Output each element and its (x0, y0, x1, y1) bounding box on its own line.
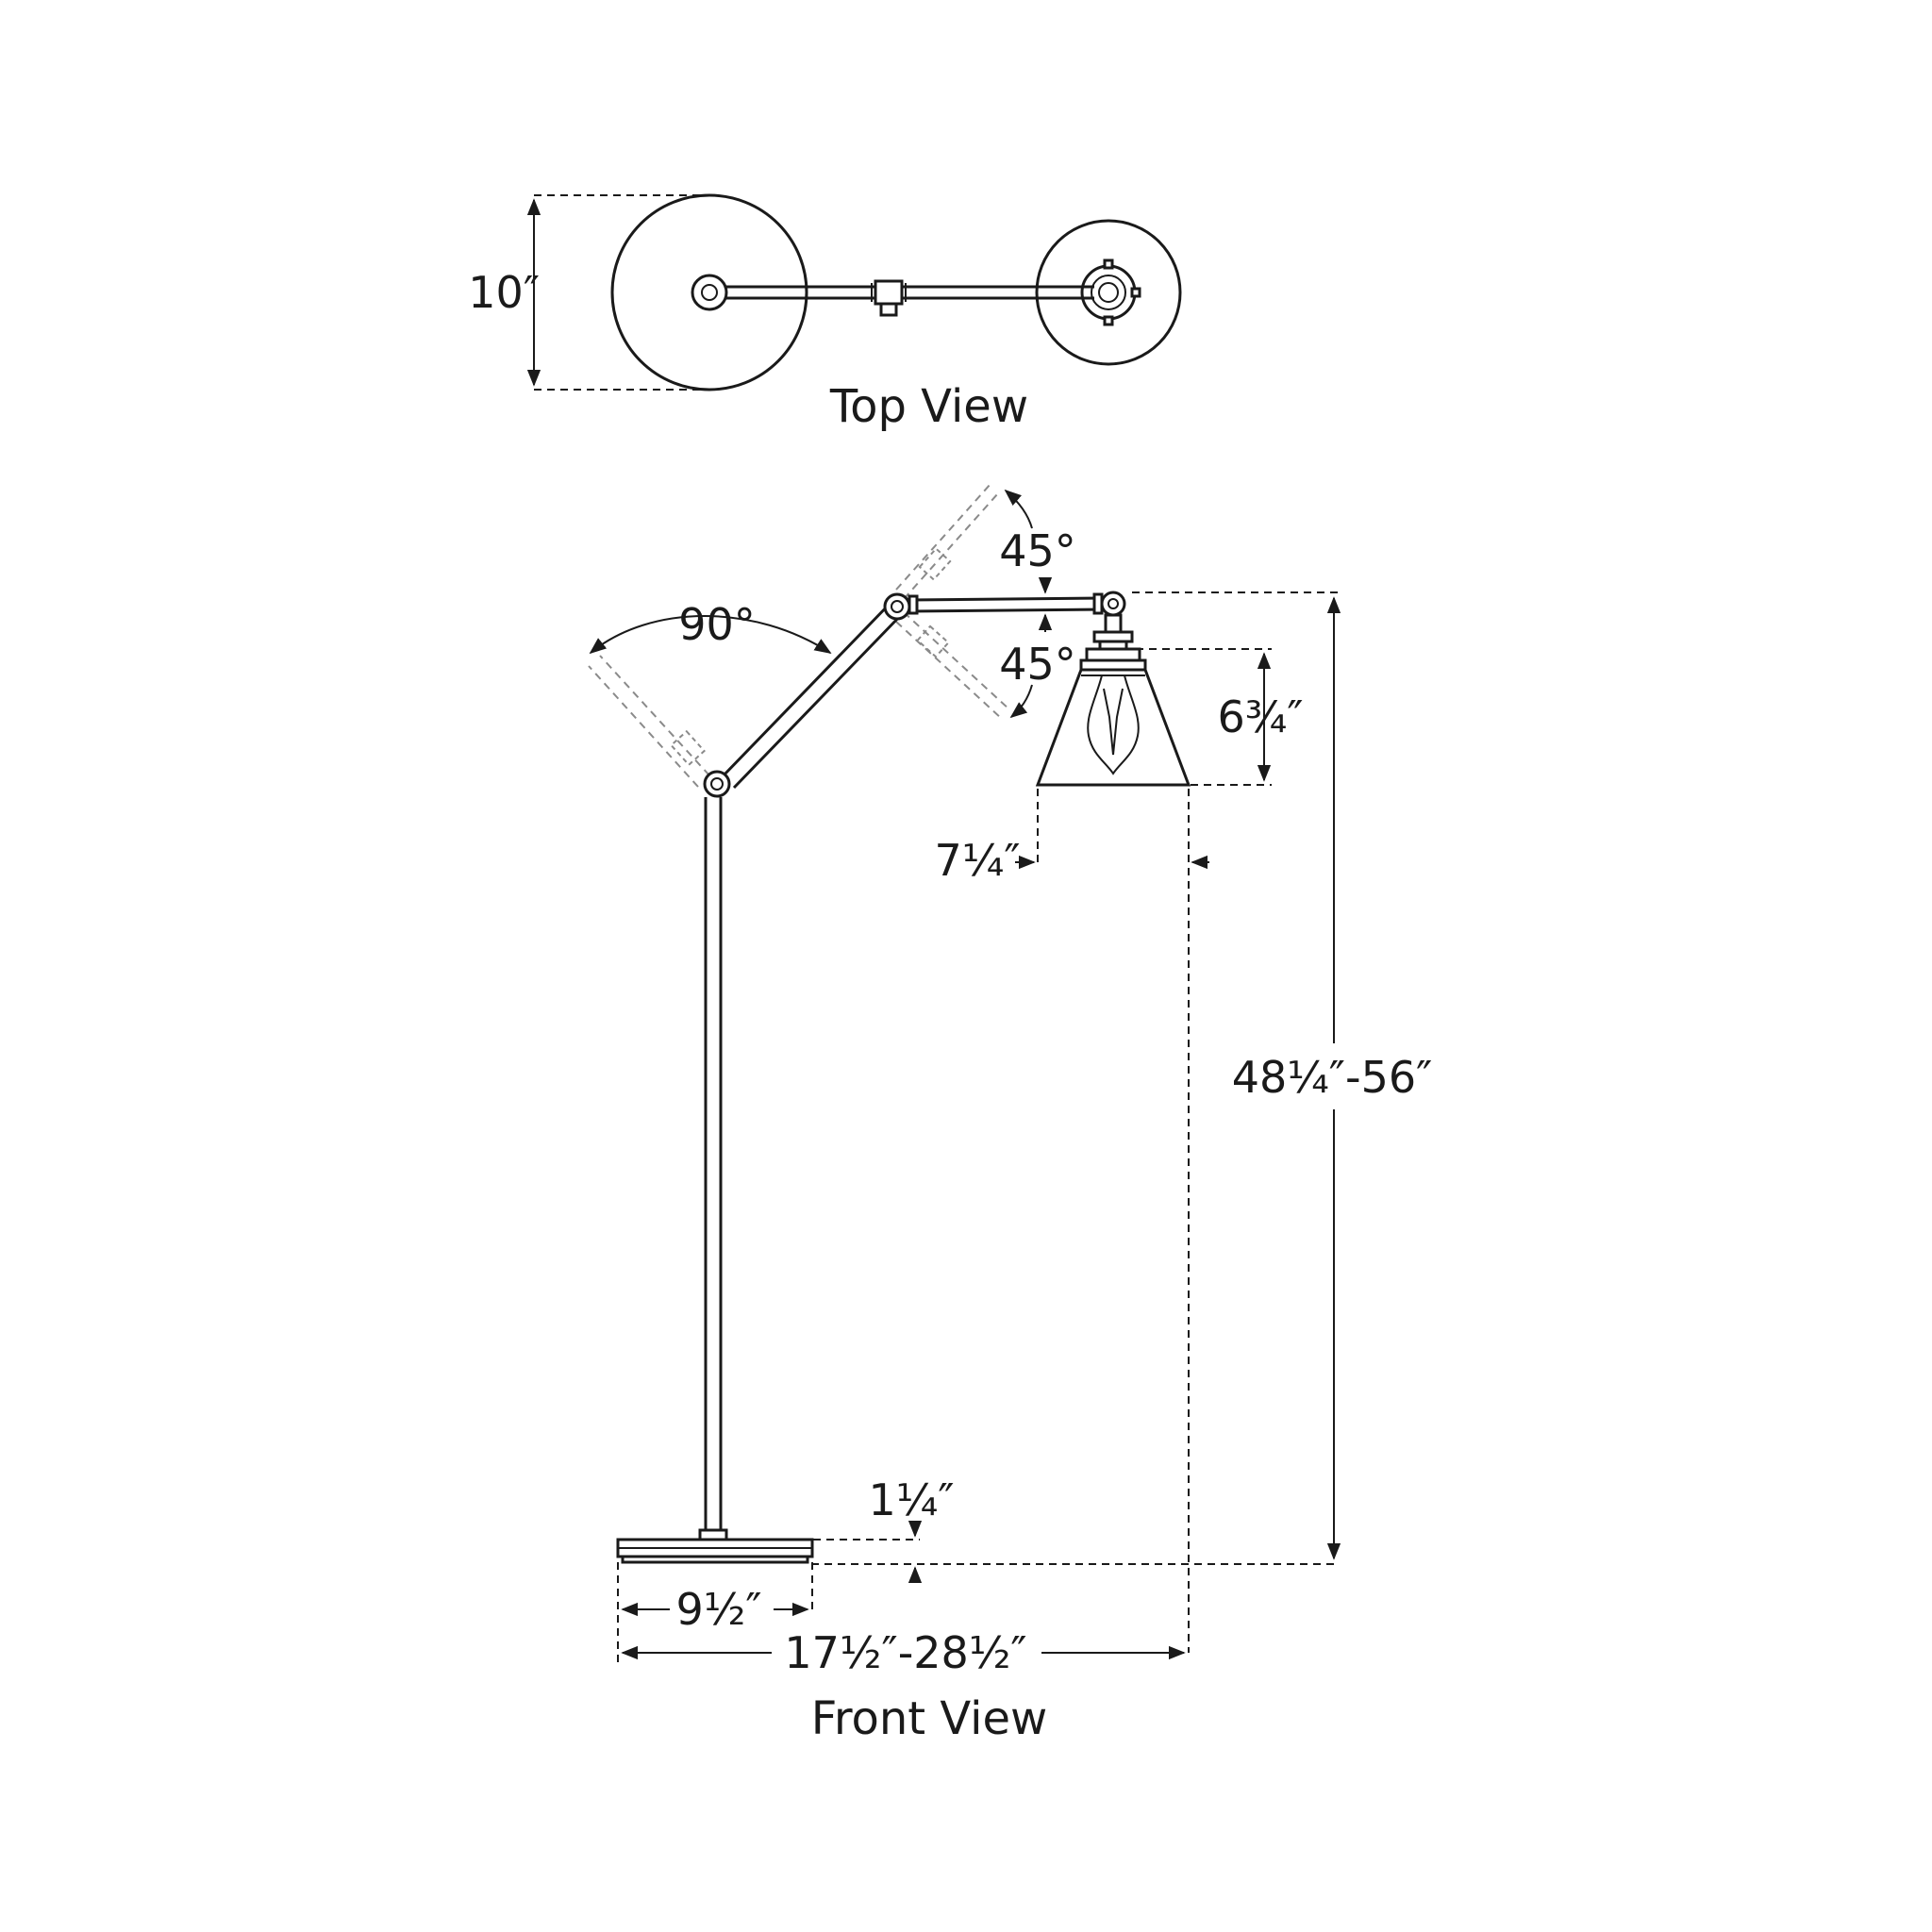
lower-tilt-arc (1009, 684, 1033, 719)
base-disc-top (610, 193, 808, 391)
arm-joint-top (874, 279, 904, 306)
socket-top (1080, 264, 1137, 321)
shade-pivot-joint (1100, 591, 1126, 617)
alternate-arm-positions (588, 483, 1010, 788)
upper-tilt-label: 45° (999, 525, 1076, 576)
front-view-title: Front View (811, 1692, 1048, 1745)
glass-shade (1035, 669, 1191, 787)
arm-rotation-arc (589, 615, 832, 655)
stem-top (691, 274, 728, 311)
upper-arm (908, 596, 1105, 602)
arm-rotation-label: 90° (678, 599, 756, 650)
overall-height-label: 48¼″-56″ (1232, 1052, 1433, 1103)
shade-width-label: 7¼″ (934, 835, 1020, 886)
elbow-joint-lower (703, 770, 731, 798)
upper-tilt-arc (1004, 489, 1033, 529)
overall-extension-label: 17½″-28½″ (784, 1627, 1026, 1678)
lower-arm (721, 600, 893, 778)
top-view: 10″ Top View (468, 193, 1182, 433)
elbow-joint-upper (883, 592, 911, 621)
front-view: 90° 45° 45° 6¾″ 7¼″ 48¼″-56″ 1¼″ (588, 483, 1443, 1745)
base-height-label: 1¼″ (868, 1474, 954, 1525)
lower-tilt-label: 45° (999, 639, 1076, 690)
top-view-title: Top View (829, 380, 1028, 433)
bulb (1087, 675, 1140, 775)
shade-top (1035, 219, 1182, 366)
shade-height-label: 6¾″ (1217, 691, 1303, 742)
top-width-label: 10″ (468, 267, 540, 318)
base-width-label: 9½″ (675, 1584, 761, 1635)
